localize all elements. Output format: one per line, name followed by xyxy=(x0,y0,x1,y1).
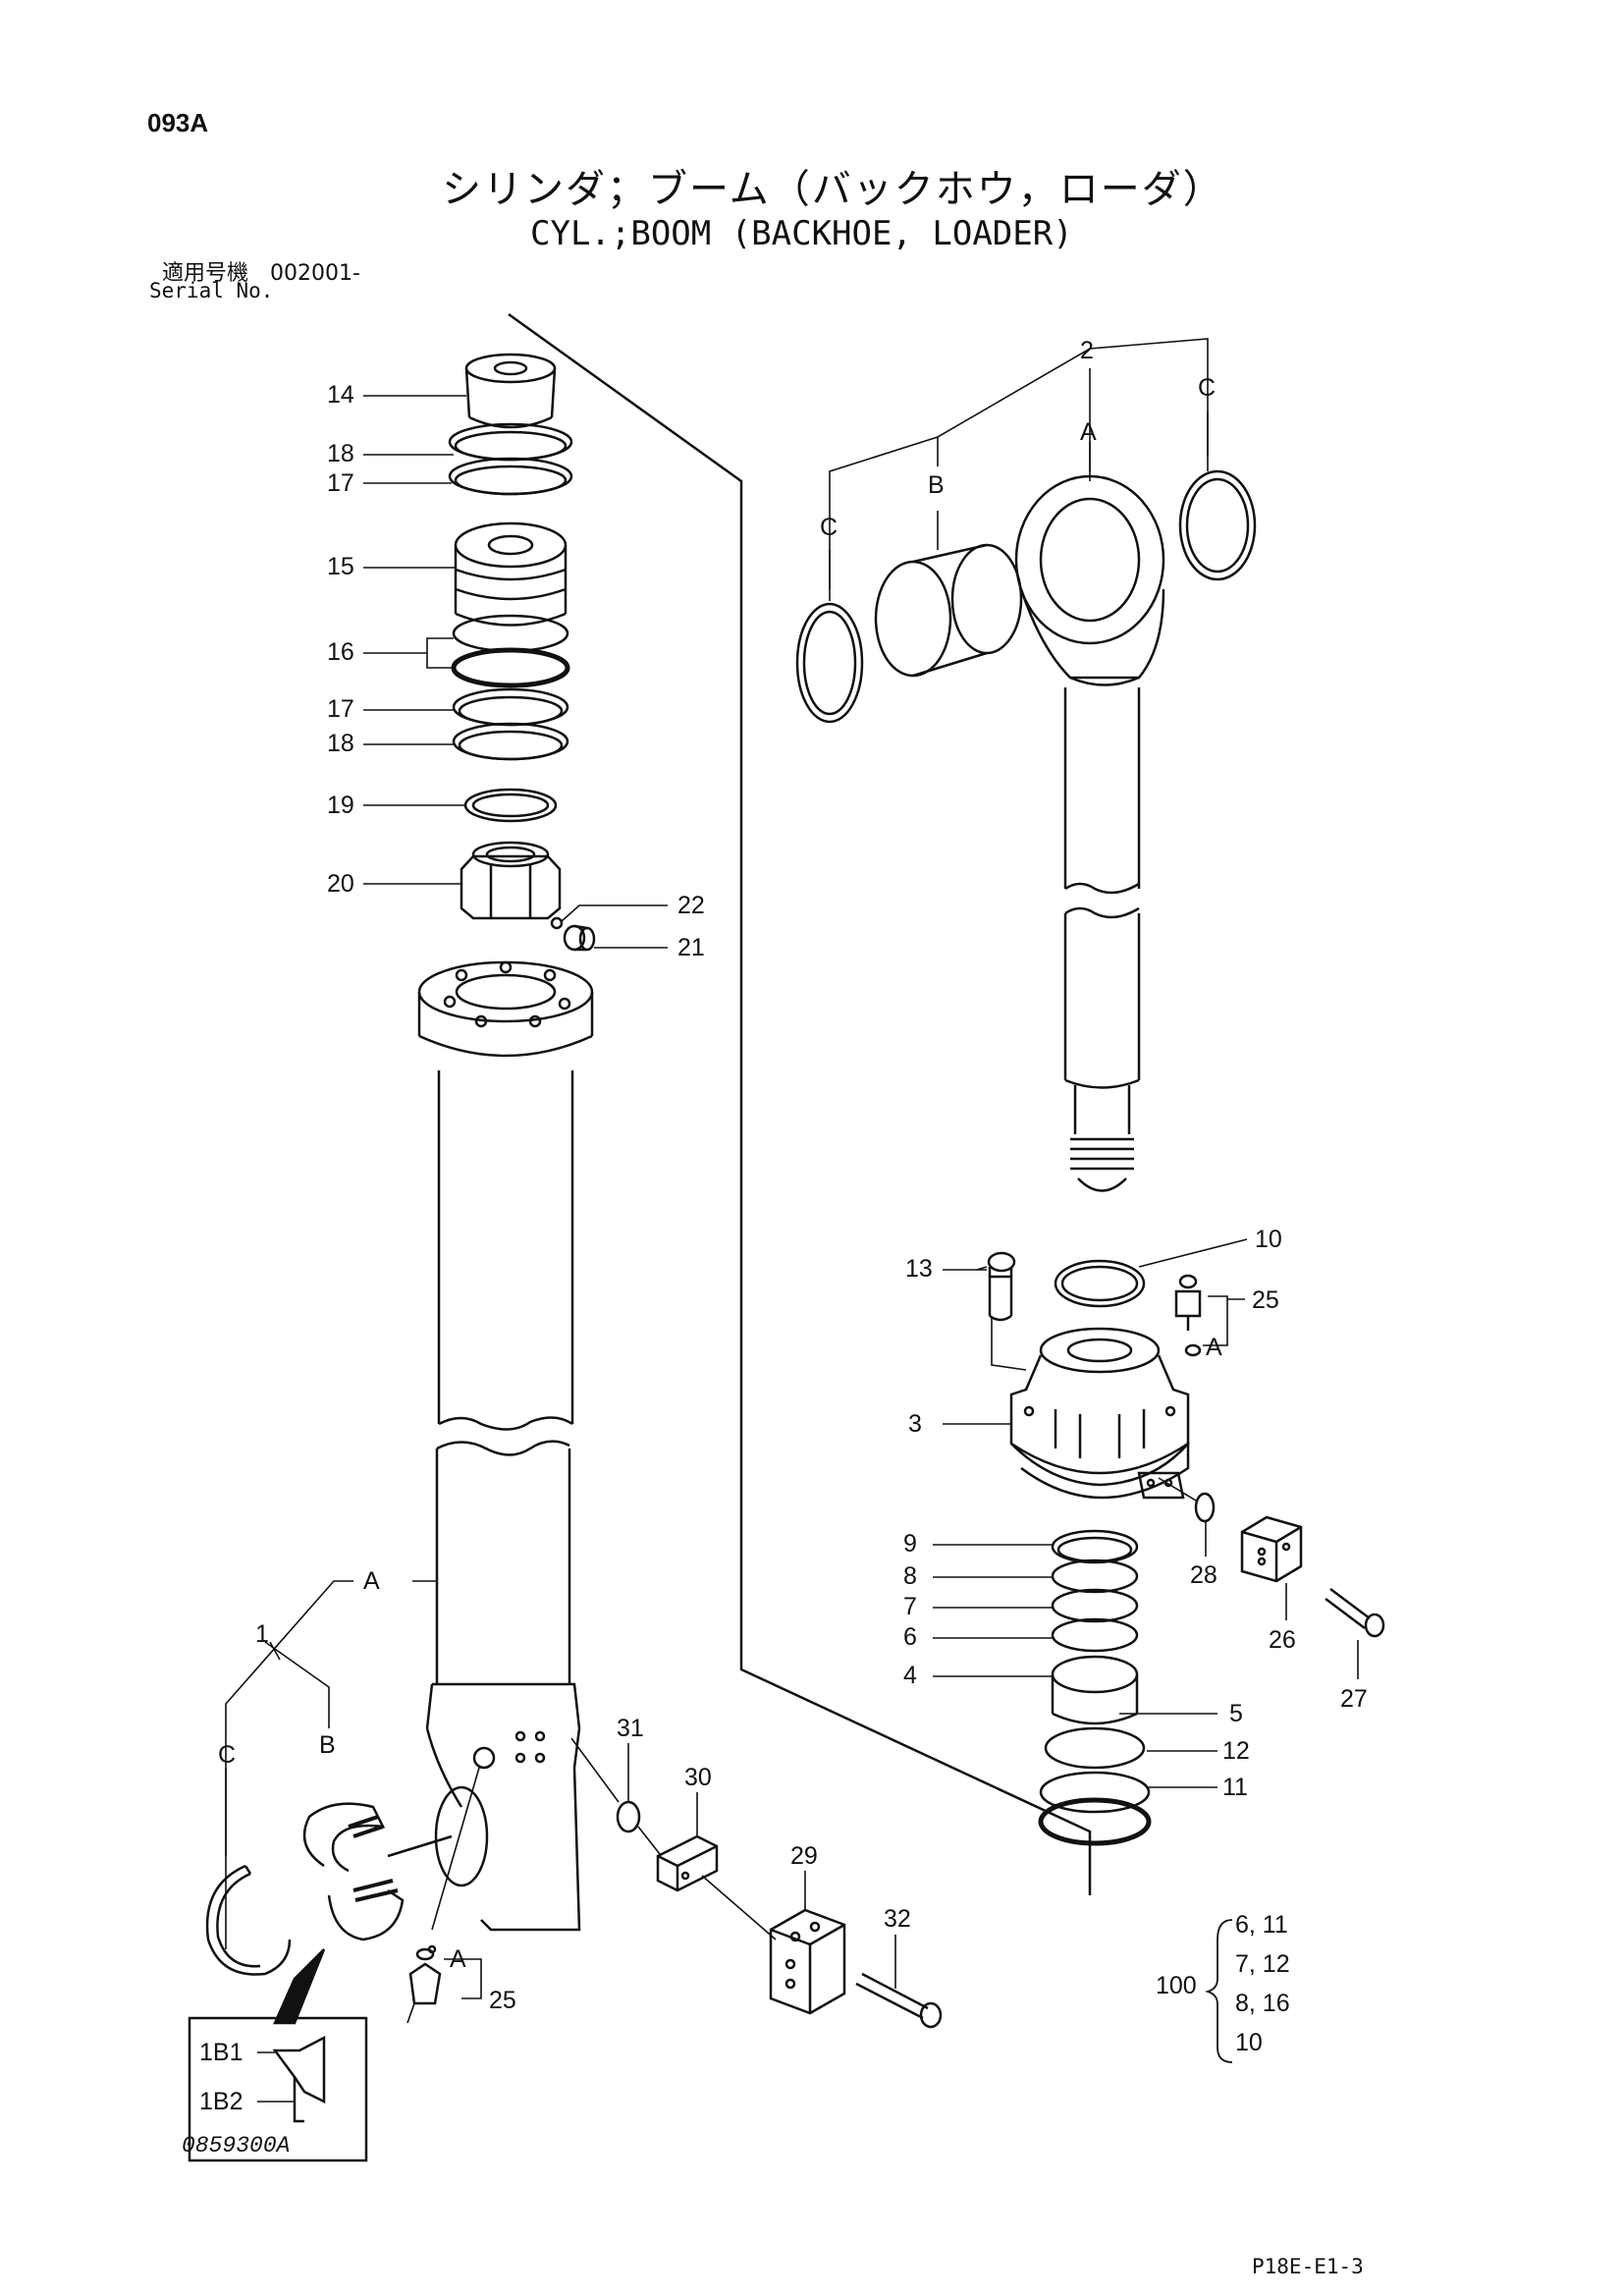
part-25-grease-fitting-bottom xyxy=(406,1767,482,2024)
callout-17: 17 xyxy=(327,469,354,497)
callout-1C: C xyxy=(218,1741,236,1769)
part-13-bolt xyxy=(987,1251,1016,1322)
leader-lines-left xyxy=(225,395,668,1949)
callout-2C-left: C xyxy=(820,514,838,541)
part-2B-bushing xyxy=(874,543,1023,678)
callout-A-bottom: A xyxy=(450,1945,466,1973)
serial-label-english: Serial No. xyxy=(149,279,274,302)
callout-1B: B xyxy=(319,1731,336,1759)
part-14-cushion-ring xyxy=(464,353,557,429)
callout-25-bottom: 25 xyxy=(489,1987,516,2014)
callout-18: 18 xyxy=(327,730,354,757)
callout-31: 31 xyxy=(617,1715,644,1742)
part-18-backup-ring-upper xyxy=(448,422,573,462)
callout-10: 10 xyxy=(1255,1226,1282,1253)
part-2-piston-rod xyxy=(1014,474,1165,1192)
part-1C-snap-ring xyxy=(205,1864,292,1976)
kit-number: 100 xyxy=(1156,1972,1197,1999)
part-1-cylinder-tube xyxy=(417,960,594,1932)
part-21-set-screw xyxy=(563,924,596,952)
part-2C-ring-right xyxy=(1178,469,1257,581)
callout-32: 32 xyxy=(884,1905,911,1933)
callout-9: 9 xyxy=(903,1530,917,1558)
callout-2C-right: C xyxy=(1198,374,1216,402)
title-japanese: シリンダ；ブーム（バックホウ，ローダ） xyxy=(442,167,1224,212)
callout-26: 26 xyxy=(1269,1626,1296,1654)
part-18-backup-ring-lower xyxy=(452,722,569,761)
part-17-seal-ring-upper xyxy=(448,457,573,496)
callout-28: 28 xyxy=(1190,1561,1217,1589)
callout-8: 8 xyxy=(903,1562,917,1590)
part-29-valve-block xyxy=(769,1908,846,2015)
detail-inset-box xyxy=(188,1948,368,2162)
callout-14: 14 xyxy=(327,381,354,409)
kit-line: 10 xyxy=(1235,2029,1263,2056)
callout-2B: B xyxy=(928,471,945,499)
part-17-seal-ring-lower xyxy=(452,687,569,727)
page-reference: P18E-E1-3 xyxy=(1252,2255,1364,2278)
serial-label-japanese: 適用号機 002001- xyxy=(162,261,360,286)
leader-lines-rod xyxy=(829,338,1209,601)
leader-lines-head xyxy=(933,1238,1359,1788)
part-30-plate xyxy=(656,1834,719,1892)
callout-1B1: 1B1 xyxy=(199,2039,243,2066)
part-28-o-ring xyxy=(1194,1492,1216,1523)
kit-line: 6, 11 xyxy=(1235,1911,1288,1939)
callout-29: 29 xyxy=(790,1842,818,1870)
callout-15: 15 xyxy=(327,553,354,580)
page-code: 093A xyxy=(147,108,209,137)
part-31-o-ring xyxy=(616,1800,641,1833)
part-25-grease-fitting-right xyxy=(1174,1274,1202,1357)
title-english: CYL.;BOOM (BACKHOE, LOADER) xyxy=(530,214,1073,253)
part-3-cylinder-head xyxy=(1009,1327,1190,1500)
callout-A-left: A xyxy=(363,1567,380,1595)
callout-13: 13 xyxy=(905,1255,933,1283)
kit-line: 7, 12 xyxy=(1235,1950,1290,1978)
callout-3: 3 xyxy=(908,1410,922,1438)
part-15-piston xyxy=(454,521,568,627)
callout-20: 20 xyxy=(327,870,354,898)
kit-brace xyxy=(1204,1919,1233,2063)
callout-27: 27 xyxy=(1340,1685,1368,1713)
callout-5: 5 xyxy=(1229,1700,1243,1727)
callout-18: 18 xyxy=(327,440,354,467)
callout-22: 22 xyxy=(677,892,705,919)
callout-2: 2 xyxy=(1080,337,1094,364)
callout-2A: A xyxy=(1080,418,1097,446)
drawing-number: 0859300A xyxy=(182,2133,291,2159)
part-1B-bushing xyxy=(302,1802,453,1941)
callout-21: 21 xyxy=(677,934,705,961)
callout-17: 17 xyxy=(327,695,354,723)
callout-16: 16 xyxy=(327,638,354,666)
kit-line: 8, 16 xyxy=(1235,1990,1290,2017)
assembly-divider-line xyxy=(508,312,1092,1895)
part-32-bolt xyxy=(855,1972,943,2029)
part-22-ball xyxy=(550,916,564,930)
part-2C-ring-left xyxy=(795,602,864,724)
callout-6: 6 xyxy=(903,1623,917,1651)
callout-25: 25 xyxy=(1252,1286,1279,1314)
part-26-block xyxy=(1240,1515,1303,1583)
callout-7: 7 xyxy=(903,1593,917,1620)
callout-A-right: A xyxy=(1206,1334,1222,1361)
callout-1: 1 xyxy=(255,1620,269,1648)
callout-4: 4 xyxy=(903,1662,917,1689)
callout-11: 11 xyxy=(1222,1774,1248,1801)
part-19-ring xyxy=(463,788,558,823)
leader-lines-valve xyxy=(570,1737,896,1989)
part-20-nut xyxy=(460,841,562,920)
part-27-bolt xyxy=(1325,1588,1385,1638)
callout-19: 19 xyxy=(327,792,354,819)
head-seals-stack xyxy=(1038,1529,1152,1846)
callout-30: 30 xyxy=(684,1764,712,1791)
callout-12: 12 xyxy=(1222,1737,1250,1765)
callout-1B2: 1B2 xyxy=(199,2088,243,2115)
part-10-ring xyxy=(1054,1259,1146,1308)
